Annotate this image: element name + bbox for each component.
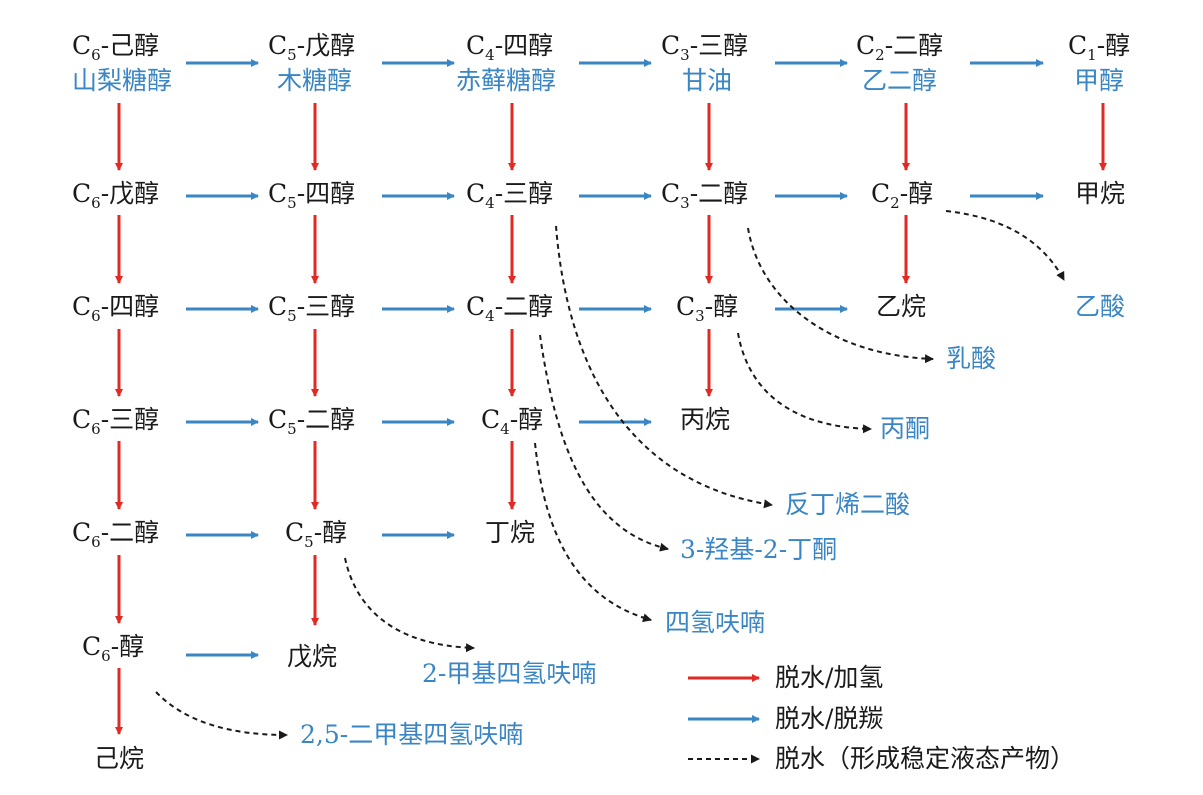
name-acetone: 丙酮 xyxy=(880,414,931,443)
name-sorbitol: 山梨糖醇 xyxy=(72,66,173,95)
name-fumaric-acid: 反丁烯二酸 xyxy=(785,490,911,519)
node-c2-ol: C2-醇 xyxy=(871,179,934,212)
legend-arrows xyxy=(688,674,760,764)
dashed-arrow-c6ol-dmthf xyxy=(155,691,288,740)
name-methanol: 甲醇 xyxy=(1074,66,1125,95)
node-c5-tetrol: C5-四醇 xyxy=(268,179,356,212)
name-dmthf: 2,5-二甲基四氢呋喃 xyxy=(300,720,524,749)
dashed-arrow-c3ol-acetone xyxy=(737,332,872,434)
dashed-arrow-c4ol-thf xyxy=(534,442,652,623)
node-c1-ol: C1-醇 xyxy=(1068,31,1131,64)
name-glycerol: 甘油 xyxy=(682,66,733,95)
dashed-arrow-c4diol-acetoin xyxy=(539,334,669,552)
node-c5-ol: C5-醇 xyxy=(285,518,348,551)
red-arrows xyxy=(115,103,1107,735)
name-pentane: 戊烷 xyxy=(287,642,338,671)
dashed-arrow-c5ol-mthf xyxy=(344,557,475,653)
node-c5-diol: C5-二醇 xyxy=(268,405,356,438)
name-thf: 四氢呋喃 xyxy=(665,608,766,637)
name-propane: 丙烷 xyxy=(680,405,731,434)
node-c6-pentol: C6-戊醇 xyxy=(72,179,160,212)
dashed-arrows xyxy=(155,210,1065,740)
name-lactic-acid: 乳酸 xyxy=(946,344,997,373)
node-c4-ol: C4-醇 xyxy=(481,405,544,438)
name-erythritol: 赤藓糖醇 xyxy=(456,66,557,95)
blue-arrows xyxy=(186,59,1044,659)
node-c2-diol: C2-二醇 xyxy=(856,31,944,64)
name-butane: 丁烷 xyxy=(485,518,536,547)
name-acetoin: 3-羟基-2-丁酮 xyxy=(680,535,838,564)
node-c6-triol: C6-三醇 xyxy=(72,405,160,438)
dashed-arrow-c3diol-lactic-acid xyxy=(747,227,934,364)
name-ethylene-glycol: 乙二醇 xyxy=(862,66,938,95)
node-c3-diol: C3-二醇 xyxy=(661,179,749,212)
legend-red-label: 脱水/加氢 xyxy=(775,663,884,692)
name-ethane: 乙烷 xyxy=(876,292,927,321)
node-c6-ol: C6-醇 xyxy=(82,632,145,665)
node-c6-diol: C6-二醇 xyxy=(72,518,160,551)
legend-dashed-label: 脱水（形成稳定液态产物） xyxy=(775,744,1076,773)
name-mthf: 2-甲基四氢呋喃 xyxy=(422,659,597,688)
node-c5-pentol: C5-戊醇 xyxy=(268,31,356,64)
dashed-arrow-c2ol-acetic-acid xyxy=(945,210,1065,281)
name-xylitol: 木糖醇 xyxy=(277,66,353,95)
node-c6-hexol: C6-己醇 xyxy=(72,31,160,64)
node-c3-triol: C3-三醇 xyxy=(661,31,749,64)
node-c4-triol: C4-三醇 xyxy=(466,179,554,212)
legend-blue-label: 脱水/脱羰 xyxy=(775,704,884,733)
node-c6-tetrol: C6-四醇 xyxy=(72,292,160,325)
node-c5-triol: C5-三醇 xyxy=(268,292,356,325)
dashed-arrow-c4triol-fumaric xyxy=(555,225,773,509)
node-c3-ol: C3-醇 xyxy=(676,292,739,325)
name-methane: 甲烷 xyxy=(1075,179,1126,208)
name-hexane: 己烷 xyxy=(94,744,145,773)
node-c4-diol: C4-二醇 xyxy=(466,292,554,325)
name-acetic-acid: 乙酸 xyxy=(1075,292,1126,321)
node-c4-tetrol: C4-四醇 xyxy=(466,31,554,64)
